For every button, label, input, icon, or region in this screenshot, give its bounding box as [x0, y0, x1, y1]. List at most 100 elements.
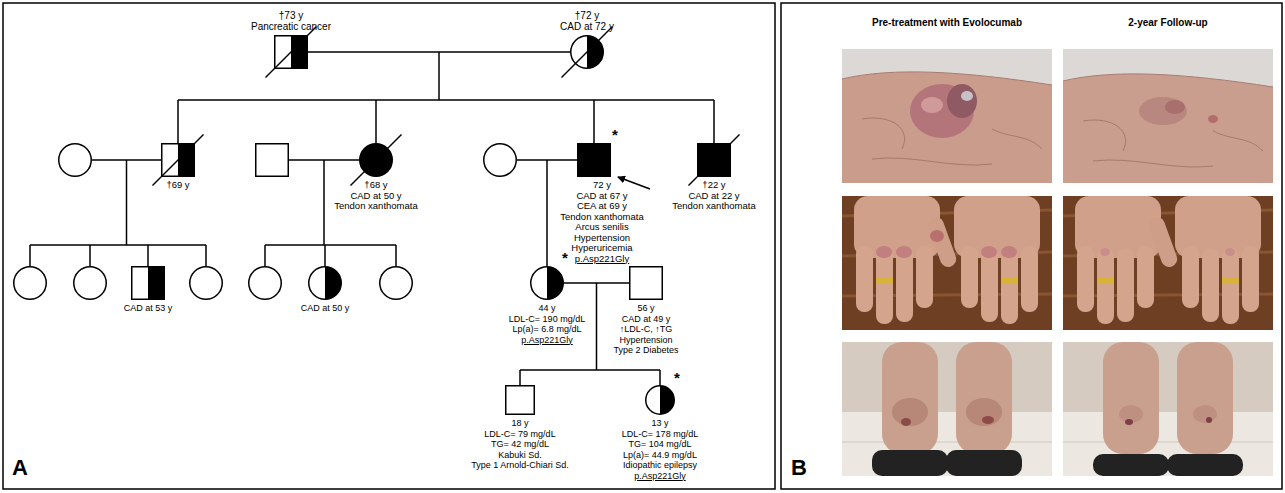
pedigree-line	[593, 100, 595, 143]
clinical-note: CAD at 50 y	[301, 303, 350, 314]
symbol-shape	[645, 385, 675, 415]
clinical-note: CAD at 53 y	[124, 303, 173, 314]
hands-photo	[1001, 248, 1018, 324]
hands-photo	[926, 215, 959, 269]
heels-photo	[1206, 417, 1212, 423]
panel-letter: A	[12, 456, 28, 480]
clinical-note: 72 y	[560, 180, 643, 191]
male-symbol: 56 yCAD at 49 y↑LDL-C, ↑TGHypertensionTy…	[629, 266, 663, 300]
elbow-photo	[1165, 100, 1185, 114]
clinical-note: Kabuki Sd.	[471, 450, 569, 461]
male-symbol: 18 yLDL-C= 79 mg/dLTG= 42 mg/dLKabuki Sd…	[505, 385, 535, 415]
panel-frame	[3, 3, 1282, 489]
clinical-note: Arcus senilis	[560, 222, 643, 233]
heels-photo	[1125, 419, 1133, 425]
deceased-slash	[689, 135, 740, 186]
affected-half	[660, 386, 674, 415]
annotation-block: †72 yCAD at 72 y	[560, 10, 614, 32]
symbol-outline	[630, 267, 663, 300]
elbow-photo	[842, 49, 1052, 183]
symbol-shape	[629, 266, 663, 300]
clinical-note: 18 y	[471, 418, 569, 429]
heels-photo	[956, 342, 1012, 454]
symbol-shape	[577, 143, 611, 177]
clinical-note: Type 1 Arnold-Chiari Sd.	[471, 460, 569, 471]
heels-photo	[892, 398, 928, 426]
male-symbol: †73 yPancreatic cancer	[274, 35, 308, 69]
unaffected-symbol	[59, 144, 92, 177]
hands-photo	[876, 246, 892, 258]
pedigree-line	[520, 369, 660, 371]
heels-photo	[872, 450, 948, 476]
panel-letter: B	[791, 456, 807, 480]
annotation-block: †22 yCAD at 22 yTendon xanthomata	[672, 180, 755, 212]
elbow-photo	[842, 72, 1052, 85]
pedigree-line	[178, 99, 714, 101]
heels-photo	[966, 398, 1002, 426]
affected-half	[587, 36, 603, 69]
pedigree-line	[177, 100, 179, 143]
symbol-shape	[570, 35, 604, 69]
hands-photo	[876, 278, 893, 283]
annotation-block: 13 yLDL-C= 178 mg/dLTG= 104 mg/dLLp(a)= …	[622, 418, 698, 481]
elbow-photo	[842, 72, 1052, 183]
hands-photo	[896, 248, 913, 322]
pedigree-line	[324, 245, 326, 266]
symbol-shape	[131, 266, 165, 300]
male-symbol: †22 yCAD at 22 yTendon xanthomata	[697, 143, 731, 177]
female-symbol: CAD at 50 y	[308, 266, 342, 300]
unaffected-symbol	[484, 144, 517, 177]
elbow-photo	[921, 97, 943, 113]
clinical-note: CAD at 67 y	[560, 191, 643, 202]
heels-photo	[1167, 454, 1243, 476]
clinical-note: Type 2 Diabetes	[613, 345, 678, 356]
clinical-note: Pancreatic cancer	[251, 21, 331, 32]
hands-photo	[1222, 278, 1239, 283]
pedigree-line	[323, 160, 325, 245]
clinical-note: Hyperuricemia	[560, 243, 643, 254]
deceased-slash	[266, 27, 317, 78]
pedigree-line	[375, 100, 377, 143]
clinical-note: Hypertension	[613, 335, 678, 346]
hands-photo	[842, 196, 1052, 330]
panel-heading: Pre-treatment with Evolocumab	[872, 17, 1022, 28]
clinical-note: 44 y	[509, 303, 585, 314]
hands-photo	[981, 248, 998, 322]
clinical-note: 13 y	[622, 418, 698, 429]
clinical-note: p.Asp221Gly	[622, 471, 698, 482]
symbol-shape	[308, 266, 342, 300]
symbol-shape	[697, 143, 731, 177]
male-symbol: 72 yCAD at 67 yCEA at 69 yTendon xanthom…	[577, 143, 611, 177]
pedigree-line	[438, 52, 440, 100]
pedigree-line	[264, 245, 266, 266]
heels-photo	[1063, 342, 1273, 476]
elbow-photo	[842, 49, 1052, 183]
hands-photo	[896, 246, 912, 258]
pedigree-line	[126, 160, 128, 245]
unaffected-symbol	[14, 144, 517, 300]
elbow-photo	[1063, 49, 1273, 183]
hands-photo	[1063, 196, 1273, 330]
pedigree-line	[395, 245, 397, 266]
hands-photo	[981, 246, 997, 258]
clinical-note: Lp(a)= 6.8 mg/dL	[509, 324, 585, 335]
elbow-photo	[1063, 74, 1273, 87]
hands-photo	[1100, 248, 1110, 256]
clinical-note: †72 y	[560, 10, 614, 21]
mating-line	[564, 282, 629, 284]
clinical-note: LDL-C= 79 mg/dL	[471, 429, 569, 440]
female-symbol: 44 yLDL-C= 190 mg/dLLp(a)= 6.8 mg/dLp.As…	[530, 266, 564, 300]
elbow-photo	[1063, 49, 1273, 183]
hands-photo	[842, 196, 1052, 330]
mating-line	[308, 51, 570, 53]
hands-photo	[1117, 248, 1134, 322]
hands-photo	[1202, 248, 1219, 322]
clinical-note: CEA at 69 y	[560, 201, 643, 212]
pedigree-line	[147, 245, 149, 266]
clinical-note: p.Asp221Gly	[509, 335, 585, 346]
hands-photo	[1021, 246, 1038, 312]
hands-photo	[1063, 196, 1273, 330]
elbow-photo	[1139, 97, 1187, 125]
clinical-note: †73 y	[251, 10, 331, 21]
hands-photo	[1001, 278, 1018, 283]
